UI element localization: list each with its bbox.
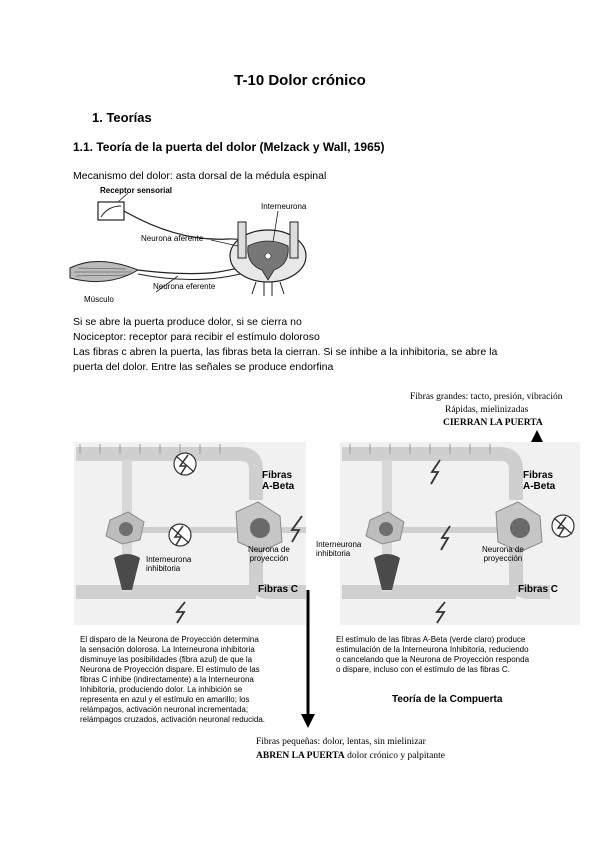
caption-line: o cancelando que la Neurona de Proyecció… [336,655,530,664]
fibras-c-label: Fibras C [258,584,299,595]
projection-neuron-label: Neurona de proyección [248,545,290,563]
caption-line: relámpagos cruzados, activación neuronal… [80,715,265,724]
label-line: Neurona de [248,545,290,554]
fibras-abeta-label: Fibras A-Beta [523,470,555,492]
caption-line: representa en azul y el estímulo en amar… [80,695,250,704]
receptor-label: Receptor sensorial [100,186,173,195]
label-line: inhibitoria [316,549,351,558]
spinal-cord-figure [69,192,307,296]
gate-theory-title: Teoría de la Compuerta [392,694,503,705]
caption-line: fibras C inhibe (indirectamente) a la In… [80,675,254,684]
label-line: Neurona de [482,545,524,554]
paragraph: Nociceptor: receptor para recibir el est… [73,331,320,343]
receptor-icon [97,201,125,221]
crossed-lightning-icon [168,523,192,547]
crossed-lightning-icon [173,452,197,476]
left-panel [74,442,306,625]
right-panel [340,442,580,625]
caption-line: Neurona de Proyección dispare. El estímu… [80,665,260,674]
label-line: A-Beta [262,481,295,492]
fibras-c-label: Fibras C [518,584,559,595]
paragraph: Las fibras c abren la puerta, las fibras… [73,346,498,358]
lightning-icon [175,601,186,624]
caption-line: la sensación dolorosa. La Interneurona i… [80,645,255,654]
mechanism-text: Mecanismo del dolor: asta dorsal de la m… [73,170,327,182]
caption-line: estimulación de la Interneurona Inhibito… [336,645,529,654]
crossed-lightning-icon [551,514,575,538]
section-heading: 1. Teorías [92,110,152,125]
large-fibers-closes: CIERRAN LA PUERTA [443,418,543,428]
label-line: inhibitoria [146,564,181,573]
small-fibers-opens: ABREN LA PUERTA [256,751,345,761]
caption-line: o dispare, incluso con el estímulo de la… [336,665,510,674]
large-fibers-text: Fibras grandes: tacto, presión, vibració… [410,392,563,402]
caption-line: disminuye las posibilidades (fibra azul)… [80,655,253,664]
small-fibers-line: ABREN LA PUERTA dolor crónico y palpitan… [256,751,445,761]
caption-line: relámpagos, activación neuronal incremen… [80,705,249,714]
lightning-icon [290,515,303,543]
caption-line: Inhibitoria, produciendo dolor. La inhib… [80,685,243,694]
caption-line: El disparo de la Neurona de Proyección d… [80,635,259,644]
gate-theory-diagram [74,430,580,728]
muscle-icon [69,260,140,283]
interneuron-inhibitory-label: Interneurona inhibitoria [146,555,191,573]
spinal-cord-icon [229,221,307,296]
label-line: proyección [483,554,523,563]
afferent-label: Neurona aferente [141,234,204,243]
arrow-down-icon [301,590,315,728]
page-title: T-10 Dolor crónico [234,72,366,89]
large-fibers-text: Rápidas, mielinizadas [445,405,529,415]
caption-line: El estímulo de las fibras A-Beta (verde … [336,635,526,644]
efferent-label: Neurona eferente [153,282,216,291]
paragraph: Si se abre la puerta produce dolor, si s… [73,316,302,328]
small-fibers-text: Fibras pequeñas: dolor, lentas, sin miel… [256,737,426,747]
subsection-heading: 1.1. Teoría de la puerta del dolor (Melz… [73,140,385,154]
lightning-icon [430,459,441,485]
small-fibers-chronic: dolor crónico y palpitante [344,751,445,761]
interneuron-inhibitory-label: Interneurona inhibitoria [316,540,361,558]
lightning-icon [440,525,451,551]
label-line: Interneurona [316,540,362,549]
fibras-abeta-label: Fibras A-Beta [262,470,294,492]
label-line: Interneurona [146,555,192,564]
muscle-label: Músculo [84,295,114,304]
left-caption: El disparo de la Neurona de Proyección d… [80,635,305,725]
right-caption: El estímulo de las fibras A-Beta (verde … [336,635,576,675]
interneuron-label: Interneurona [261,202,307,211]
label-line: Fibras [262,470,293,481]
lightning-icon [435,601,446,624]
label-line: Fibras [523,470,554,481]
paragraph: puerta del dolor. Entre las señales se p… [73,361,334,373]
projection-neuron-label: Neurona de proyección [482,545,524,563]
label-line: A-Beta [523,481,556,492]
label-line: proyección [249,554,289,563]
